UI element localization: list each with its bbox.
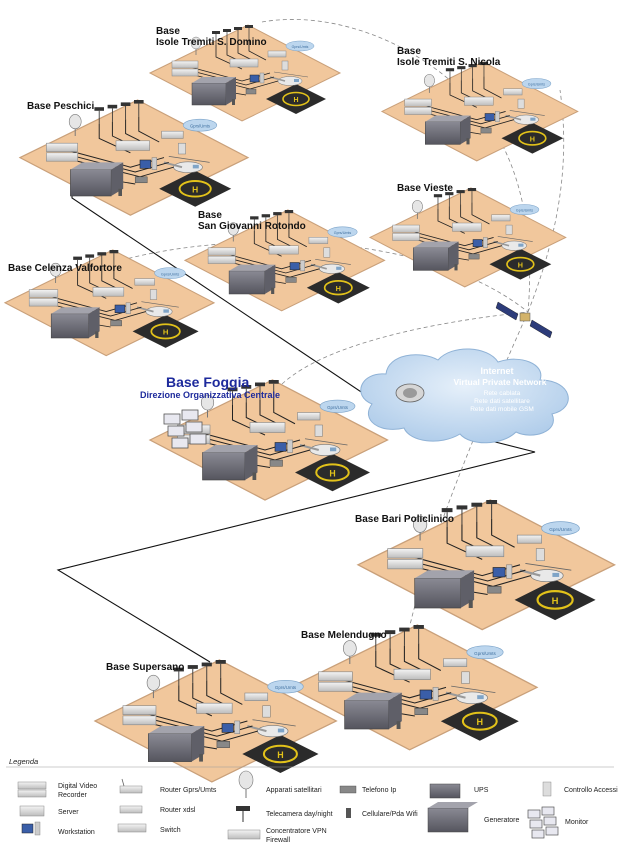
base-title-line: San Giovanni Rotondo [198,221,306,232]
monitor-icon [527,806,559,839]
site-tremiti-nicola [381,61,579,162]
base-title-line: Base Supersano [106,662,185,673]
base-title-line: Base Bari Policlinico [355,514,454,525]
legend-label-dvr: Digital Video Recorder [58,783,98,799]
legend-label-phone: Telefono Ip [362,787,397,794]
base-title-line: Base Celenza Valfortore [8,263,122,274]
base-title-peschici: Base Peschici [27,101,94,112]
satellite-icon [495,301,553,339]
legend-label-router-gprs: Router Gprs/Umts [160,787,217,794]
internet-cloud [360,348,569,444]
legend-label-router-xdsl: Router xdsl [160,807,196,814]
base-title-line: Isole Tremiti S. Nicola [397,57,501,68]
base-title-celenza: Base Celenza Valfortore [8,263,122,274]
legend-label-switch: Switch [160,827,181,834]
site-vieste [369,187,567,288]
legend-label-monitor: Monitor [565,819,589,826]
legend-label-vpn: Concentratore VPN Firewall [266,828,327,844]
legend-label-generator: Generatore [484,817,520,824]
legend-label-satellite: Apparati satellitari [266,787,322,794]
vpn-concentrator-icon [227,829,261,840]
base-title-line: Base Peschici [27,101,95,112]
legend-label-server: Server [58,809,79,816]
base-title-line: Base Melendugno [301,630,387,641]
legend-label-mobile: Cellulare/Pda Wifi [362,811,418,818]
legend-icons [17,770,559,840]
camera-icon [236,806,250,822]
site-peschici [19,99,249,217]
base-title-line: Base Vieste [397,183,453,194]
router-gprs-icon [119,778,143,794]
foggia-monitor-wall [163,409,207,449]
base-title-line: Base [397,46,421,57]
cloud-title: Internet [480,366,514,376]
ip-phone-icon [339,785,357,794]
dvr-icon [17,781,47,798]
cloud-line: Rete dati mobile GSM [470,406,534,413]
access-control-icon [542,781,552,797]
legend-label-workstation: Workstation [58,829,95,836]
base-title-bari: Base Bari Policlinico [355,514,454,525]
server-icon [19,805,45,817]
base-title-supersano: Base Supersano [106,662,184,673]
switch-icon [117,823,147,833]
base-title-vieste: Base Vieste [397,183,453,194]
base-title-line: Base [156,26,180,37]
generator-icon [427,802,478,833]
satellite-dish-icon [238,770,254,798]
cloud-subtitle: Virtual Private Network [453,377,547,387]
site-melendugno [288,623,539,751]
base-title-melendugno: Base Melendugno [301,630,387,641]
legend-title: Legenda [9,757,39,766]
legend-label-ups: UPS [474,787,489,794]
base-title-line: Isole Tremiti S. Domino [156,37,267,48]
ups-icon [429,783,461,799]
site-supersano [93,658,338,783]
base-title-line: Base [198,210,222,221]
legend-label-camera: Telecamera day/night [266,811,333,818]
cloud-line: Rete cablata [483,390,521,397]
legend-label-access: Controllo Accessi [564,787,618,794]
cloud-line: Rete dati satellitare [474,398,530,405]
mobile-phone-icon [346,808,351,818]
router-xdsl-icon [119,805,143,814]
workstation-icon [21,821,41,836]
foggia-title: Base Foggia [166,374,250,390]
foggia-subtitle: Direzione Organizzativa Centrale [140,390,281,400]
